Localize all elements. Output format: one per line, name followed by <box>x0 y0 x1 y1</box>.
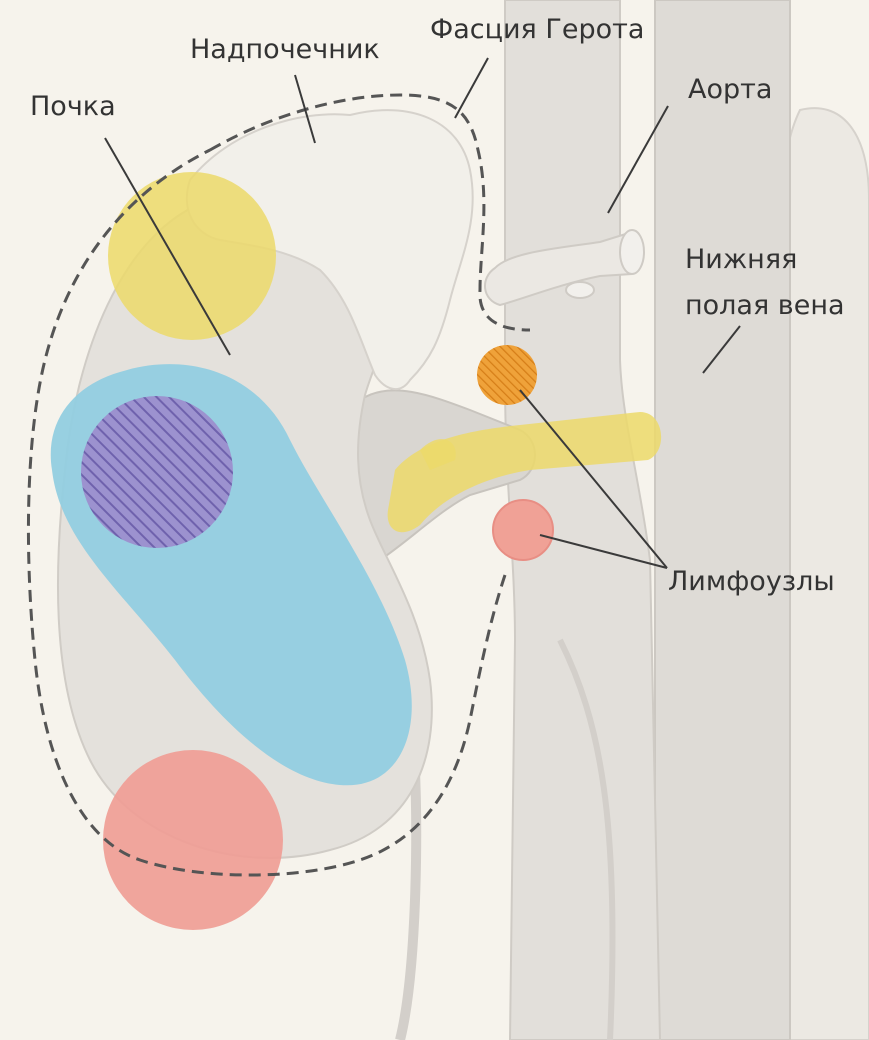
label-ivc-line1: Нижняя <box>685 244 797 275</box>
lymph-node-lower <box>493 500 553 560</box>
inferior-vena-cava <box>655 0 790 1040</box>
label-gerota-fascia: Фасция Герота <box>430 14 644 45</box>
label-adrenal: Надпочечник <box>190 34 380 65</box>
label-ivc-line2: полая вена <box>685 290 845 321</box>
label-lymph-nodes: Лимфоузлы <box>668 566 835 597</box>
lymph-node-upper <box>477 345 537 405</box>
hatched-tumor <box>81 396 233 548</box>
label-aorta: Аорта <box>688 74 772 105</box>
lower-pole-tumor <box>103 750 283 930</box>
upper-pole-tumor <box>108 172 276 340</box>
label-kidney: Почка <box>30 91 116 122</box>
